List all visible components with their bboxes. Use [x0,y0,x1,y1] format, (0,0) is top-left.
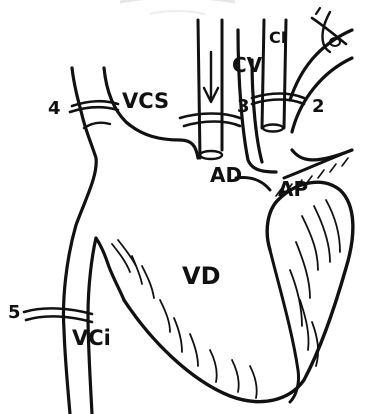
label-vci: VCi [72,326,111,350]
label-number-3: 3 [237,96,250,117]
label-ap: AP [278,177,308,201]
label-number-5: 5 [8,302,21,323]
label-ad: AD [210,163,242,187]
label-vcs: VCS [122,89,169,113]
label-number-4: 4 [48,98,61,119]
label-number-2: 2 [312,96,325,117]
atrial-cannula [198,20,222,159]
watermark-seal [120,0,235,14]
label-vd: VD [182,262,221,290]
label-cv: CV [232,53,263,77]
right-ventricle [124,150,353,402]
label-ci: CI [269,28,287,47]
